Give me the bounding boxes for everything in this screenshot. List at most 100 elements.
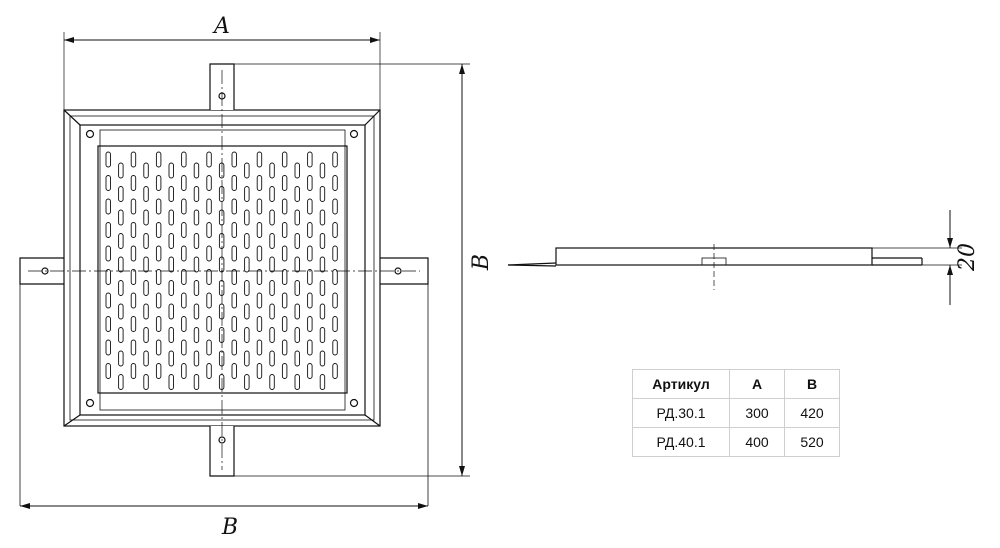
grate-slot bbox=[256, 198, 263, 215]
grate-slot bbox=[193, 280, 200, 296]
grate-slot bbox=[168, 327, 174, 343]
grate-slot bbox=[256, 339, 263, 356]
grate-slot bbox=[332, 151, 338, 168]
grate-slot bbox=[130, 198, 137, 215]
grate-slot bbox=[244, 233, 250, 249]
corner-bolts bbox=[85, 129, 359, 408]
grate-slot bbox=[269, 162, 275, 179]
grate-slot bbox=[281, 198, 288, 215]
grate-slot bbox=[118, 162, 124, 179]
grate-slot bbox=[143, 186, 149, 202]
grate-slot bbox=[168, 186, 174, 202]
grate-slot bbox=[130, 245, 137, 262]
grate-slot bbox=[332, 316, 338, 332]
grate-slot bbox=[143, 327, 149, 343]
grate-slot bbox=[193, 233, 200, 249]
grate-slot bbox=[281, 316, 288, 332]
grate-slot bbox=[294, 350, 300, 367]
grate-slot bbox=[155, 316, 162, 332]
grate-slot bbox=[143, 303, 149, 320]
grate-slot bbox=[294, 186, 300, 202]
grate-slot bbox=[193, 350, 200, 367]
grate-slot bbox=[281, 363, 288, 379]
article-table: Артикул A B РД.30.1 300 420 РД.40.1 400 … bbox=[632, 369, 840, 457]
centerlines bbox=[28, 70, 420, 470]
grate-slot bbox=[143, 162, 149, 179]
grate-slot bbox=[319, 233, 326, 249]
grate-slot bbox=[307, 269, 313, 285]
grate-slot bbox=[294, 303, 300, 320]
grate-slot bbox=[193, 327, 200, 343]
grate-slot bbox=[130, 175, 137, 191]
grate-slot bbox=[206, 292, 212, 309]
grate-slot bbox=[130, 316, 137, 332]
grate-slot bbox=[206, 151, 212, 168]
header-b: B bbox=[784, 369, 840, 399]
grate-slot bbox=[269, 186, 275, 202]
grate-slot bbox=[244, 280, 250, 296]
grate-slot bbox=[307, 222, 313, 238]
grate-slot bbox=[307, 198, 313, 215]
grate-slot bbox=[294, 233, 300, 249]
grate-slot bbox=[332, 245, 338, 262]
grate-slot bbox=[168, 233, 174, 249]
grate-slot bbox=[231, 363, 237, 379]
grate-slot bbox=[244, 327, 250, 343]
grate-slot bbox=[193, 303, 200, 320]
grate-slot bbox=[130, 269, 137, 285]
grate-slot bbox=[130, 339, 137, 356]
grate-slot bbox=[244, 186, 250, 202]
grate-slot bbox=[181, 269, 187, 285]
grate-slot bbox=[281, 222, 288, 238]
grate-slot bbox=[143, 209, 149, 226]
grate-slot bbox=[181, 198, 187, 215]
grate-slot bbox=[206, 339, 212, 356]
grate-slot bbox=[206, 198, 212, 215]
grate-slot bbox=[155, 292, 162, 309]
grate-slot bbox=[256, 269, 263, 285]
grate-slot bbox=[269, 374, 275, 390]
grate-slot bbox=[231, 198, 237, 215]
grate-slot bbox=[319, 209, 326, 226]
height-dimension-label: 20 bbox=[955, 243, 980, 272]
cell-b: 420 bbox=[784, 398, 840, 428]
grate-slot bbox=[319, 256, 326, 273]
grate-slot bbox=[181, 339, 187, 356]
grate-slot bbox=[118, 303, 124, 320]
grate-slot bbox=[181, 222, 187, 238]
grate-slot bbox=[155, 222, 162, 238]
grate-slot bbox=[256, 151, 263, 168]
grate-slot bbox=[269, 350, 275, 367]
grate-slot bbox=[269, 233, 275, 249]
top-view bbox=[19, 63, 429, 506]
grate-slot bbox=[105, 316, 111, 332]
grate-slot bbox=[168, 374, 174, 390]
grate-slot bbox=[168, 350, 174, 367]
grate-slot bbox=[281, 292, 288, 309]
grate-slot bbox=[155, 151, 162, 168]
grate-slot bbox=[118, 233, 124, 249]
grate-slot bbox=[105, 339, 111, 356]
grate-slot bbox=[256, 222, 263, 238]
grate-slot bbox=[294, 327, 300, 343]
grate-slot bbox=[118, 327, 124, 343]
grate-slot bbox=[105, 269, 111, 285]
grate-slot bbox=[307, 175, 313, 191]
grate-slot bbox=[319, 303, 326, 320]
grate-slot bbox=[181, 316, 187, 332]
grate-slot bbox=[118, 256, 124, 273]
grate-slot bbox=[105, 292, 111, 309]
grate-slot bbox=[143, 374, 149, 390]
grate-slot bbox=[307, 245, 313, 262]
grate-slot bbox=[181, 151, 187, 168]
grate-slot bbox=[155, 175, 162, 191]
grate-slot bbox=[281, 269, 288, 285]
grate-slot bbox=[281, 175, 288, 191]
grate-slot bbox=[319, 186, 326, 202]
grate-slot bbox=[332, 222, 338, 238]
grate-slot bbox=[231, 269, 237, 285]
header-a: A bbox=[729, 369, 785, 399]
grate-slot bbox=[118, 186, 124, 202]
grate-slot bbox=[244, 162, 250, 179]
